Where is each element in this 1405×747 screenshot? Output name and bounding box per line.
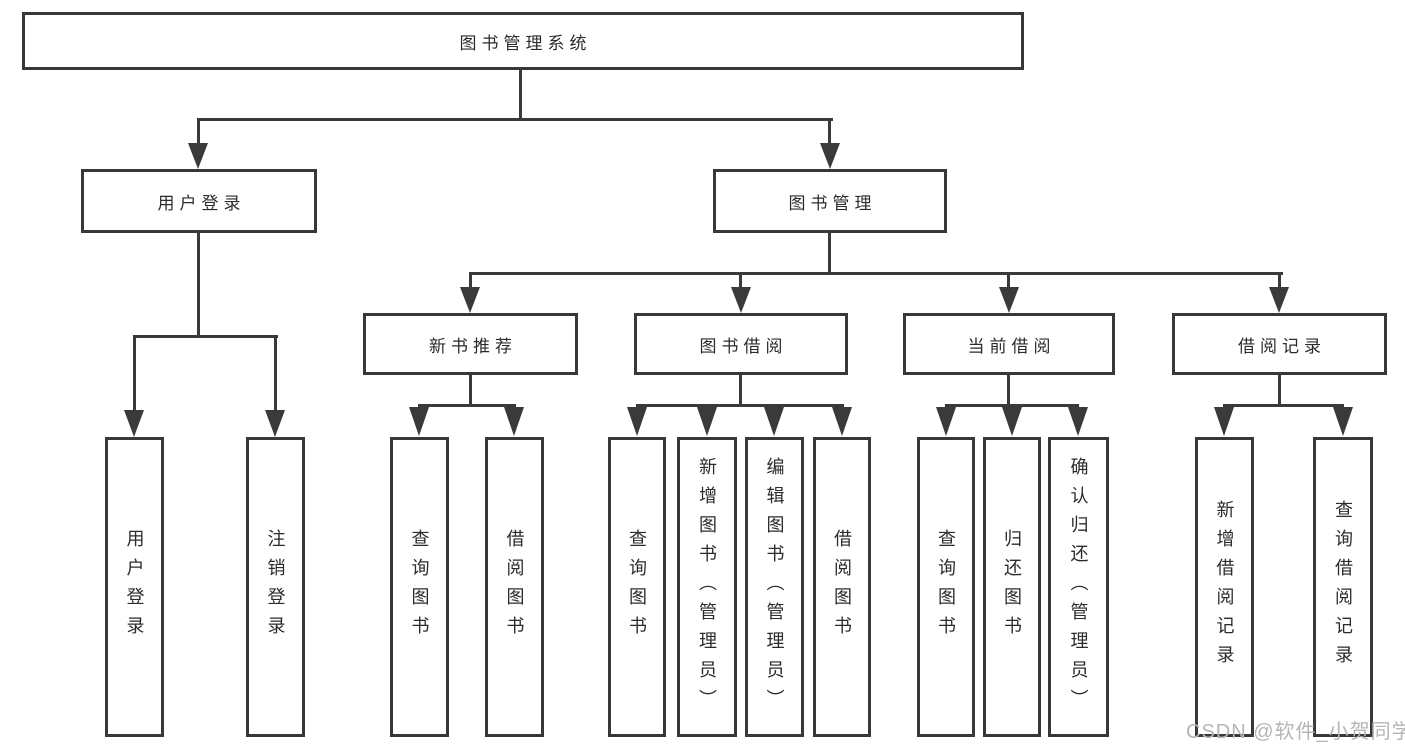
node-book-borrowing: 图书借阅 (634, 313, 848, 375)
arrow-down-icon (124, 410, 144, 437)
node-user-login-label: 用户登录 (157, 193, 246, 213)
leaf-br-add-record-label: 新增借阅记录 (1214, 500, 1235, 674)
connector-nbr-stem (469, 375, 472, 406)
node-new-book-recommend-label: 新书推荐 (429, 336, 517, 356)
connector-book-mgmt-bus (469, 272, 1283, 275)
connector-bb-stem (739, 375, 742, 406)
connector-root-stem (519, 70, 522, 120)
node-book-borrowing-label: 图书借阅 (699, 336, 788, 356)
leaf-user-login-label: 用户登录 (124, 529, 145, 645)
leaf-cb-query-books: 查询图书 (917, 437, 975, 737)
arrow-down-icon (504, 407, 524, 436)
leaf-nbr-query-books-label: 查询图书 (409, 529, 430, 645)
arrow-down-icon (1068, 407, 1088, 436)
leaf-user-login: 用户登录 (105, 437, 164, 737)
node-root: 图书管理系统 (22, 12, 1024, 70)
leaf-logout: 注销登录 (246, 437, 305, 737)
connector-to-new-book-recommend (469, 274, 472, 288)
arrow-down-icon (820, 143, 840, 169)
node-current-borrowing: 当前借阅 (903, 313, 1115, 375)
arrow-down-icon (731, 287, 751, 313)
connector-bb-bus (636, 404, 844, 407)
leaf-bb-add-books-admin: 新增图书（管理员） (677, 437, 737, 737)
leaf-br-query-record-label: 查询借阅记录 (1333, 500, 1353, 674)
node-root-label: 图书管理系统 (459, 33, 592, 53)
csdn-watermark: CSDN @软件_小贺同学 (1186, 721, 1405, 743)
arrow-down-icon (265, 410, 285, 437)
arrow-down-icon (627, 407, 647, 436)
connector-nbr-bus (418, 404, 516, 407)
leaf-br-add-record: 新增借阅记录 (1195, 437, 1254, 737)
leaf-cb-confirm-return-admin-label: 确认归还（管理员） (1068, 456, 1089, 718)
connector-to-current-borrowing (1007, 274, 1010, 288)
node-borrowing-records-label: 借阅记录 (1238, 336, 1326, 356)
leaf-cb-query-books-label: 查询图书 (936, 529, 956, 645)
connector-br-stem (1278, 375, 1281, 406)
node-book-management: 图书管理 (713, 169, 947, 233)
arrow-down-icon (409, 407, 429, 436)
connector-cb-stem (1007, 375, 1010, 406)
connector-root-to-user-login (197, 121, 200, 145)
node-new-book-recommend: 新书推荐 (363, 313, 578, 375)
connector-to-book-borrowing (739, 274, 742, 288)
arrow-down-icon (460, 287, 480, 313)
node-current-borrowing-label: 当前借阅 (967, 336, 1056, 356)
arrow-down-icon (999, 287, 1019, 313)
connector-br-bus (1223, 404, 1344, 407)
leaf-nbr-borrow-books-label: 借阅图书 (504, 529, 525, 645)
arrow-down-icon (188, 143, 208, 169)
connector-to-borrowing-records (1278, 274, 1281, 288)
leaf-br-query-record: 查询借阅记录 (1313, 437, 1373, 737)
connector-book-mgmt-stem (828, 233, 831, 274)
arrow-down-icon (936, 407, 956, 436)
leaf-cb-confirm-return-admin: 确认归还（管理员） (1048, 437, 1109, 737)
leaf-logout-label: 注销登录 (265, 529, 286, 645)
leaf-bb-borrow-books: 借阅图书 (813, 437, 871, 737)
arrow-down-icon (697, 407, 717, 436)
connector-to-leaf-user-login (133, 337, 136, 411)
leaf-bb-edit-books-admin-label: 编辑图书（管理员） (764, 456, 785, 718)
leaf-nbr-query-books: 查询图书 (390, 437, 449, 737)
leaf-bb-borrow-books-label: 借阅图书 (832, 529, 852, 645)
leaf-cb-return-books-label: 归还图书 (1002, 529, 1022, 645)
node-book-management-label: 图书管理 (788, 193, 877, 213)
node-borrowing-records: 借阅记录 (1172, 313, 1387, 375)
leaf-nbr-borrow-books: 借阅图书 (485, 437, 544, 737)
connector-user-login-bus (133, 335, 278, 338)
connector-cb-bus (945, 404, 1079, 407)
leaf-bb-add-books-admin-label: 新增图书（管理员） (697, 456, 717, 718)
leaf-bb-query-books-label: 查询图书 (627, 529, 647, 645)
arrow-down-icon (1214, 407, 1234, 436)
connector-root-bus (197, 118, 833, 121)
leaf-bb-query-books: 查询图书 (608, 437, 666, 737)
arrow-down-icon (1002, 407, 1022, 436)
arrow-down-icon (764, 407, 784, 436)
connector-user-login-stem (197, 233, 200, 337)
arrow-down-icon (1269, 287, 1289, 313)
leaf-cb-return-books: 归还图书 (983, 437, 1041, 737)
leaf-bb-edit-books-admin: 编辑图书（管理员） (745, 437, 804, 737)
connector-root-to-book-mgmt (828, 121, 831, 145)
arrow-down-icon (1333, 407, 1353, 436)
node-user-login: 用户登录 (81, 169, 317, 233)
arrow-down-icon (832, 407, 852, 436)
connector-to-leaf-logout (274, 337, 277, 411)
